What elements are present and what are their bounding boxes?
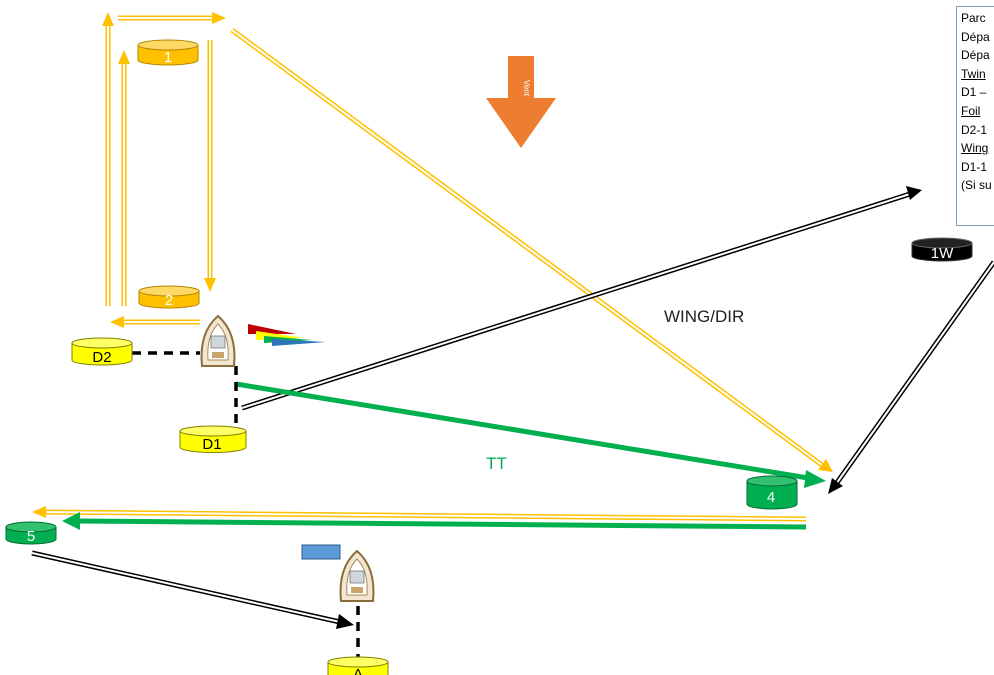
wind-arrow: Vent xyxy=(486,56,556,148)
wing-dir-label: WING/DIR xyxy=(664,307,744,326)
buoy-2: 2 xyxy=(138,285,200,309)
buoy-1w-label: 1W xyxy=(931,245,954,262)
buoy-4: 4 xyxy=(746,475,798,510)
legend-line: Parc xyxy=(961,11,986,25)
wing-course-lines xyxy=(31,186,994,629)
tt-label: TT xyxy=(486,454,507,473)
legend-line: Dépa xyxy=(961,48,990,63)
committee-boat-icon xyxy=(339,549,375,602)
committee-boat-icon xyxy=(200,314,236,367)
buoy-1-label: 1 xyxy=(164,49,172,66)
buoy-d1: D1 xyxy=(179,425,247,453)
buoy-d2-label: D2 xyxy=(92,349,111,366)
start-finish-lines xyxy=(132,351,360,658)
wind-label: Vent xyxy=(522,80,531,97)
signal-flags-icon xyxy=(248,324,326,346)
buoy-d2: D2 xyxy=(71,337,133,366)
legend-line: D1 – xyxy=(961,85,987,100)
buoy-1: 1 xyxy=(137,39,199,66)
legend-line: Twin xyxy=(961,66,986,81)
buoy-a-label: A xyxy=(353,666,363,675)
buoy-4-label: 4 xyxy=(767,489,775,506)
legend-line: (Si su xyxy=(961,178,992,193)
legend-line: D1-1 xyxy=(961,159,988,174)
twintip-course-lines xyxy=(62,381,826,530)
buoy-a: A xyxy=(327,656,389,675)
buoy-2-label: 2 xyxy=(165,292,173,309)
buoy-d1-label: D1 xyxy=(202,436,221,453)
legend-line: Dépa xyxy=(961,29,990,44)
buoy-5-label: 5 xyxy=(27,528,35,545)
legend-line: D2-1 xyxy=(961,122,988,137)
buoy-1w: 1W xyxy=(911,237,973,262)
buoy-5: 5 xyxy=(5,521,57,545)
legend-line: Wing xyxy=(961,141,989,156)
legend-line: Foil xyxy=(961,103,981,118)
foil-course-lines xyxy=(32,12,833,522)
committee-flag xyxy=(301,544,341,560)
